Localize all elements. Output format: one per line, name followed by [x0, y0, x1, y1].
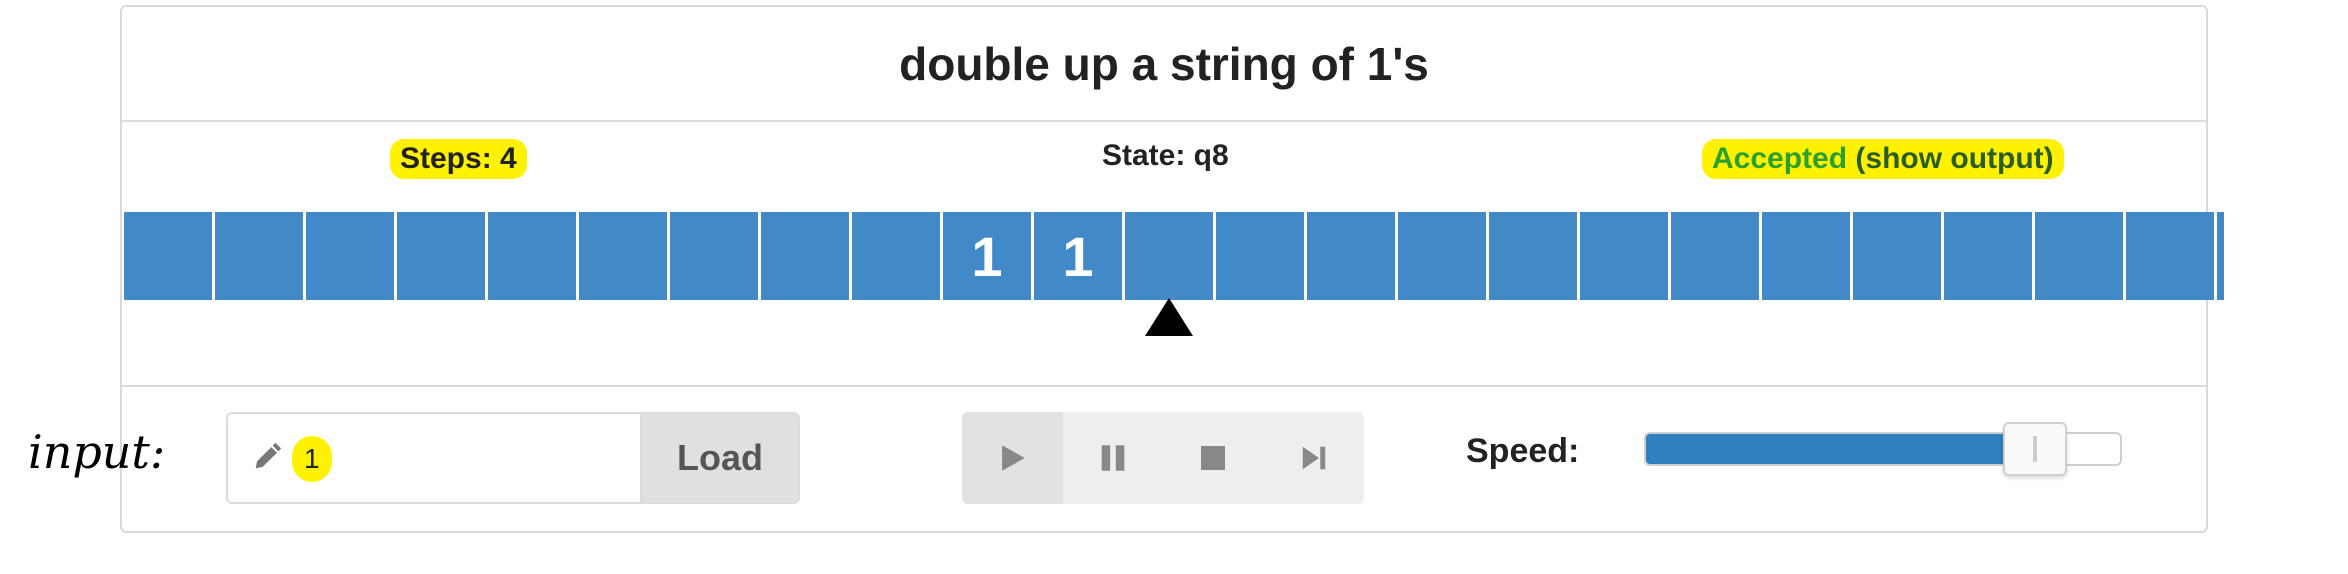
tape-cell	[1125, 212, 1213, 300]
tape-cell	[2126, 212, 2214, 300]
step-button[interactable]	[1264, 412, 1365, 504]
tape-cell	[488, 212, 576, 300]
stop-button[interactable]	[1163, 412, 1264, 504]
tape-cell	[670, 212, 758, 300]
stop-icon	[1201, 446, 1226, 470]
slider-thumb[interactable]	[2002, 422, 2067, 476]
tape-cell	[1580, 212, 1668, 300]
slider-fill	[1646, 434, 2035, 464]
load-button[interactable]: Load	[640, 414, 798, 502]
speed-label: Speed:	[1466, 432, 1580, 470]
tape-cell	[215, 212, 303, 300]
tape-cell	[1398, 212, 1486, 300]
tape-cell: 1	[1034, 212, 1122, 300]
page-title: double up a string of 1's	[122, 7, 2206, 122]
tape-cell	[761, 212, 849, 300]
tape-cell	[852, 212, 940, 300]
playback-controls	[962, 412, 1364, 504]
input-handwritten-label: input:	[28, 425, 166, 479]
accepted-status: Accepted (show output)	[1702, 139, 2064, 179]
pause-icon	[1101, 445, 1125, 471]
tape-cell	[306, 212, 394, 300]
state-indicator: State: q8	[1102, 139, 1229, 172]
tape-cell	[1216, 212, 1304, 300]
tape-cell	[1307, 212, 1395, 300]
tape-cell	[1762, 212, 1850, 300]
tape-cell	[579, 212, 667, 300]
play-button[interactable]	[962, 412, 1063, 504]
tape-cell	[1671, 212, 1759, 300]
step-forward-icon	[1302, 446, 1325, 470]
play-icon	[1002, 445, 1025, 471]
tape-cell	[124, 212, 212, 300]
tape-cell	[1489, 212, 1577, 300]
input-group: 1 Load	[226, 412, 800, 504]
tape-cell	[2035, 212, 2123, 300]
input-field[interactable]: 1	[292, 436, 332, 482]
tape-cell	[1853, 212, 1941, 300]
tape-cell	[1944, 212, 2032, 300]
tape-cell	[2217, 212, 2224, 300]
show-output-link[interactable]: (show output)	[1855, 142, 2054, 175]
accepted-label: Accepted	[1712, 142, 1848, 175]
speed-slider[interactable]	[1644, 422, 2122, 476]
tape-head-pointer	[1145, 298, 1193, 336]
pencil-icon	[255, 442, 282, 469]
divider	[122, 385, 2206, 387]
tape-cell: 1	[943, 212, 1031, 300]
steps-counter: Steps: 4	[390, 139, 527, 179]
tape-cell	[397, 212, 485, 300]
pause-button[interactable]	[1063, 412, 1164, 504]
